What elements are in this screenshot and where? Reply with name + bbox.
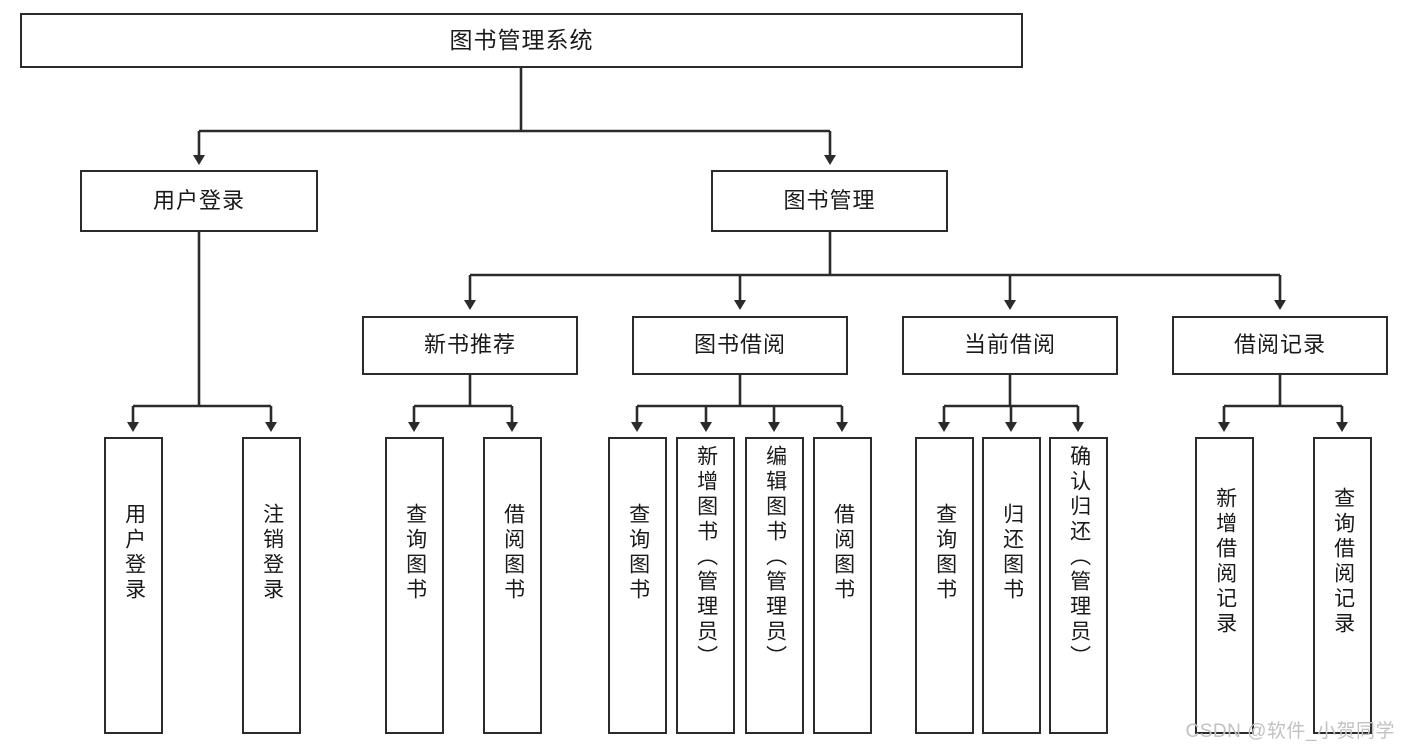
node-label: 查询图书 [403, 503, 427, 603]
leaf-recommend-query-book[interactable]: 查询图书 [385, 437, 444, 734]
node-label: 借阅图书 [501, 503, 525, 603]
node-borrow-record[interactable]: 借阅记录 [1172, 316, 1388, 375]
node-label: 新增图书（管理员） [694, 445, 718, 670]
node-label: 用户登录 [152, 187, 245, 213]
node-label: 用户登录 [122, 503, 146, 603]
node-label: 查询借阅记录 [1331, 487, 1355, 637]
node-label: 确认归还（管理员） [1067, 445, 1091, 670]
node-book-borrow[interactable]: 图书借阅 [632, 316, 848, 375]
node-label: 新书推荐 [423, 332, 516, 358]
node-label: 查询图书 [626, 503, 650, 603]
leaf-record-query[interactable]: 查询借阅记录 [1313, 437, 1372, 734]
watermark: CSDN @软件_小贺同学 [1185, 721, 1395, 742]
leaf-user-login[interactable]: 用户登录 [104, 437, 163, 734]
node-user-login[interactable]: 用户登录 [80, 170, 318, 232]
node-label: 借阅图书 [831, 503, 855, 603]
node-label: 图书管理 [783, 187, 876, 213]
leaf-recommend-borrow-book[interactable]: 借阅图书 [483, 437, 542, 734]
leaf-borrow-borrow-book[interactable]: 借阅图书 [813, 437, 872, 734]
node-current-borrow[interactable]: 当前借阅 [902, 316, 1118, 375]
node-label: 图书管理系统 [449, 26, 594, 53]
node-label: 查询图书 [933, 503, 957, 603]
node-book-management[interactable]: 图书管理 [711, 170, 948, 232]
leaf-borrow-query-book[interactable]: 查询图书 [608, 437, 667, 734]
node-label: 当前借阅 [963, 332, 1056, 358]
node-label: 注销登录 [260, 503, 284, 603]
leaf-current-query-book[interactable]: 查询图书 [915, 437, 974, 734]
leaf-record-add[interactable]: 新增借阅记录 [1195, 437, 1254, 734]
leaf-logout[interactable]: 注销登录 [242, 437, 301, 734]
leaf-borrow-add-book-admin[interactable]: 新增图书（管理员） [676, 437, 735, 734]
leaf-current-confirm-return-admin[interactable]: 确认归还（管理员） [1049, 437, 1108, 734]
node-label: 借阅记录 [1233, 332, 1326, 358]
node-label: 图书借阅 [693, 332, 786, 358]
node-label: 归还图书 [1000, 503, 1024, 603]
node-root-system[interactable]: 图书管理系统 [20, 13, 1023, 68]
leaf-borrow-edit-book-admin[interactable]: 编辑图书（管理员） [745, 437, 804, 734]
node-label: 新增借阅记录 [1213, 487, 1237, 637]
leaf-current-return-book[interactable]: 归还图书 [982, 437, 1041, 734]
node-label: 编辑图书（管理员） [763, 445, 787, 670]
node-new-book-recommend[interactable]: 新书推荐 [362, 316, 578, 375]
